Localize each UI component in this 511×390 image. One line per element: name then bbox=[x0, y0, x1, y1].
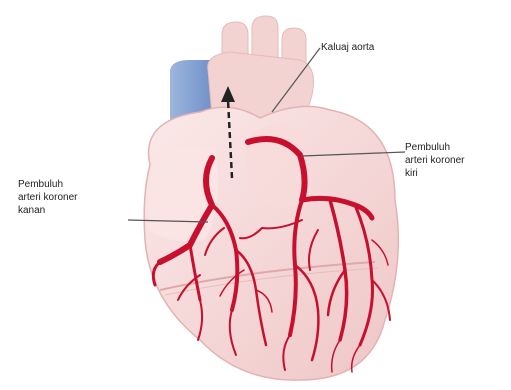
label-right-coronary-artery: Pembuluh arteri koroner kanan bbox=[18, 178, 77, 217]
label-aorta: Kaluaj aorta bbox=[321, 41, 374, 54]
label-left-coronary-artery: Pembuluh arteri koroner kiri bbox=[405, 141, 464, 180]
